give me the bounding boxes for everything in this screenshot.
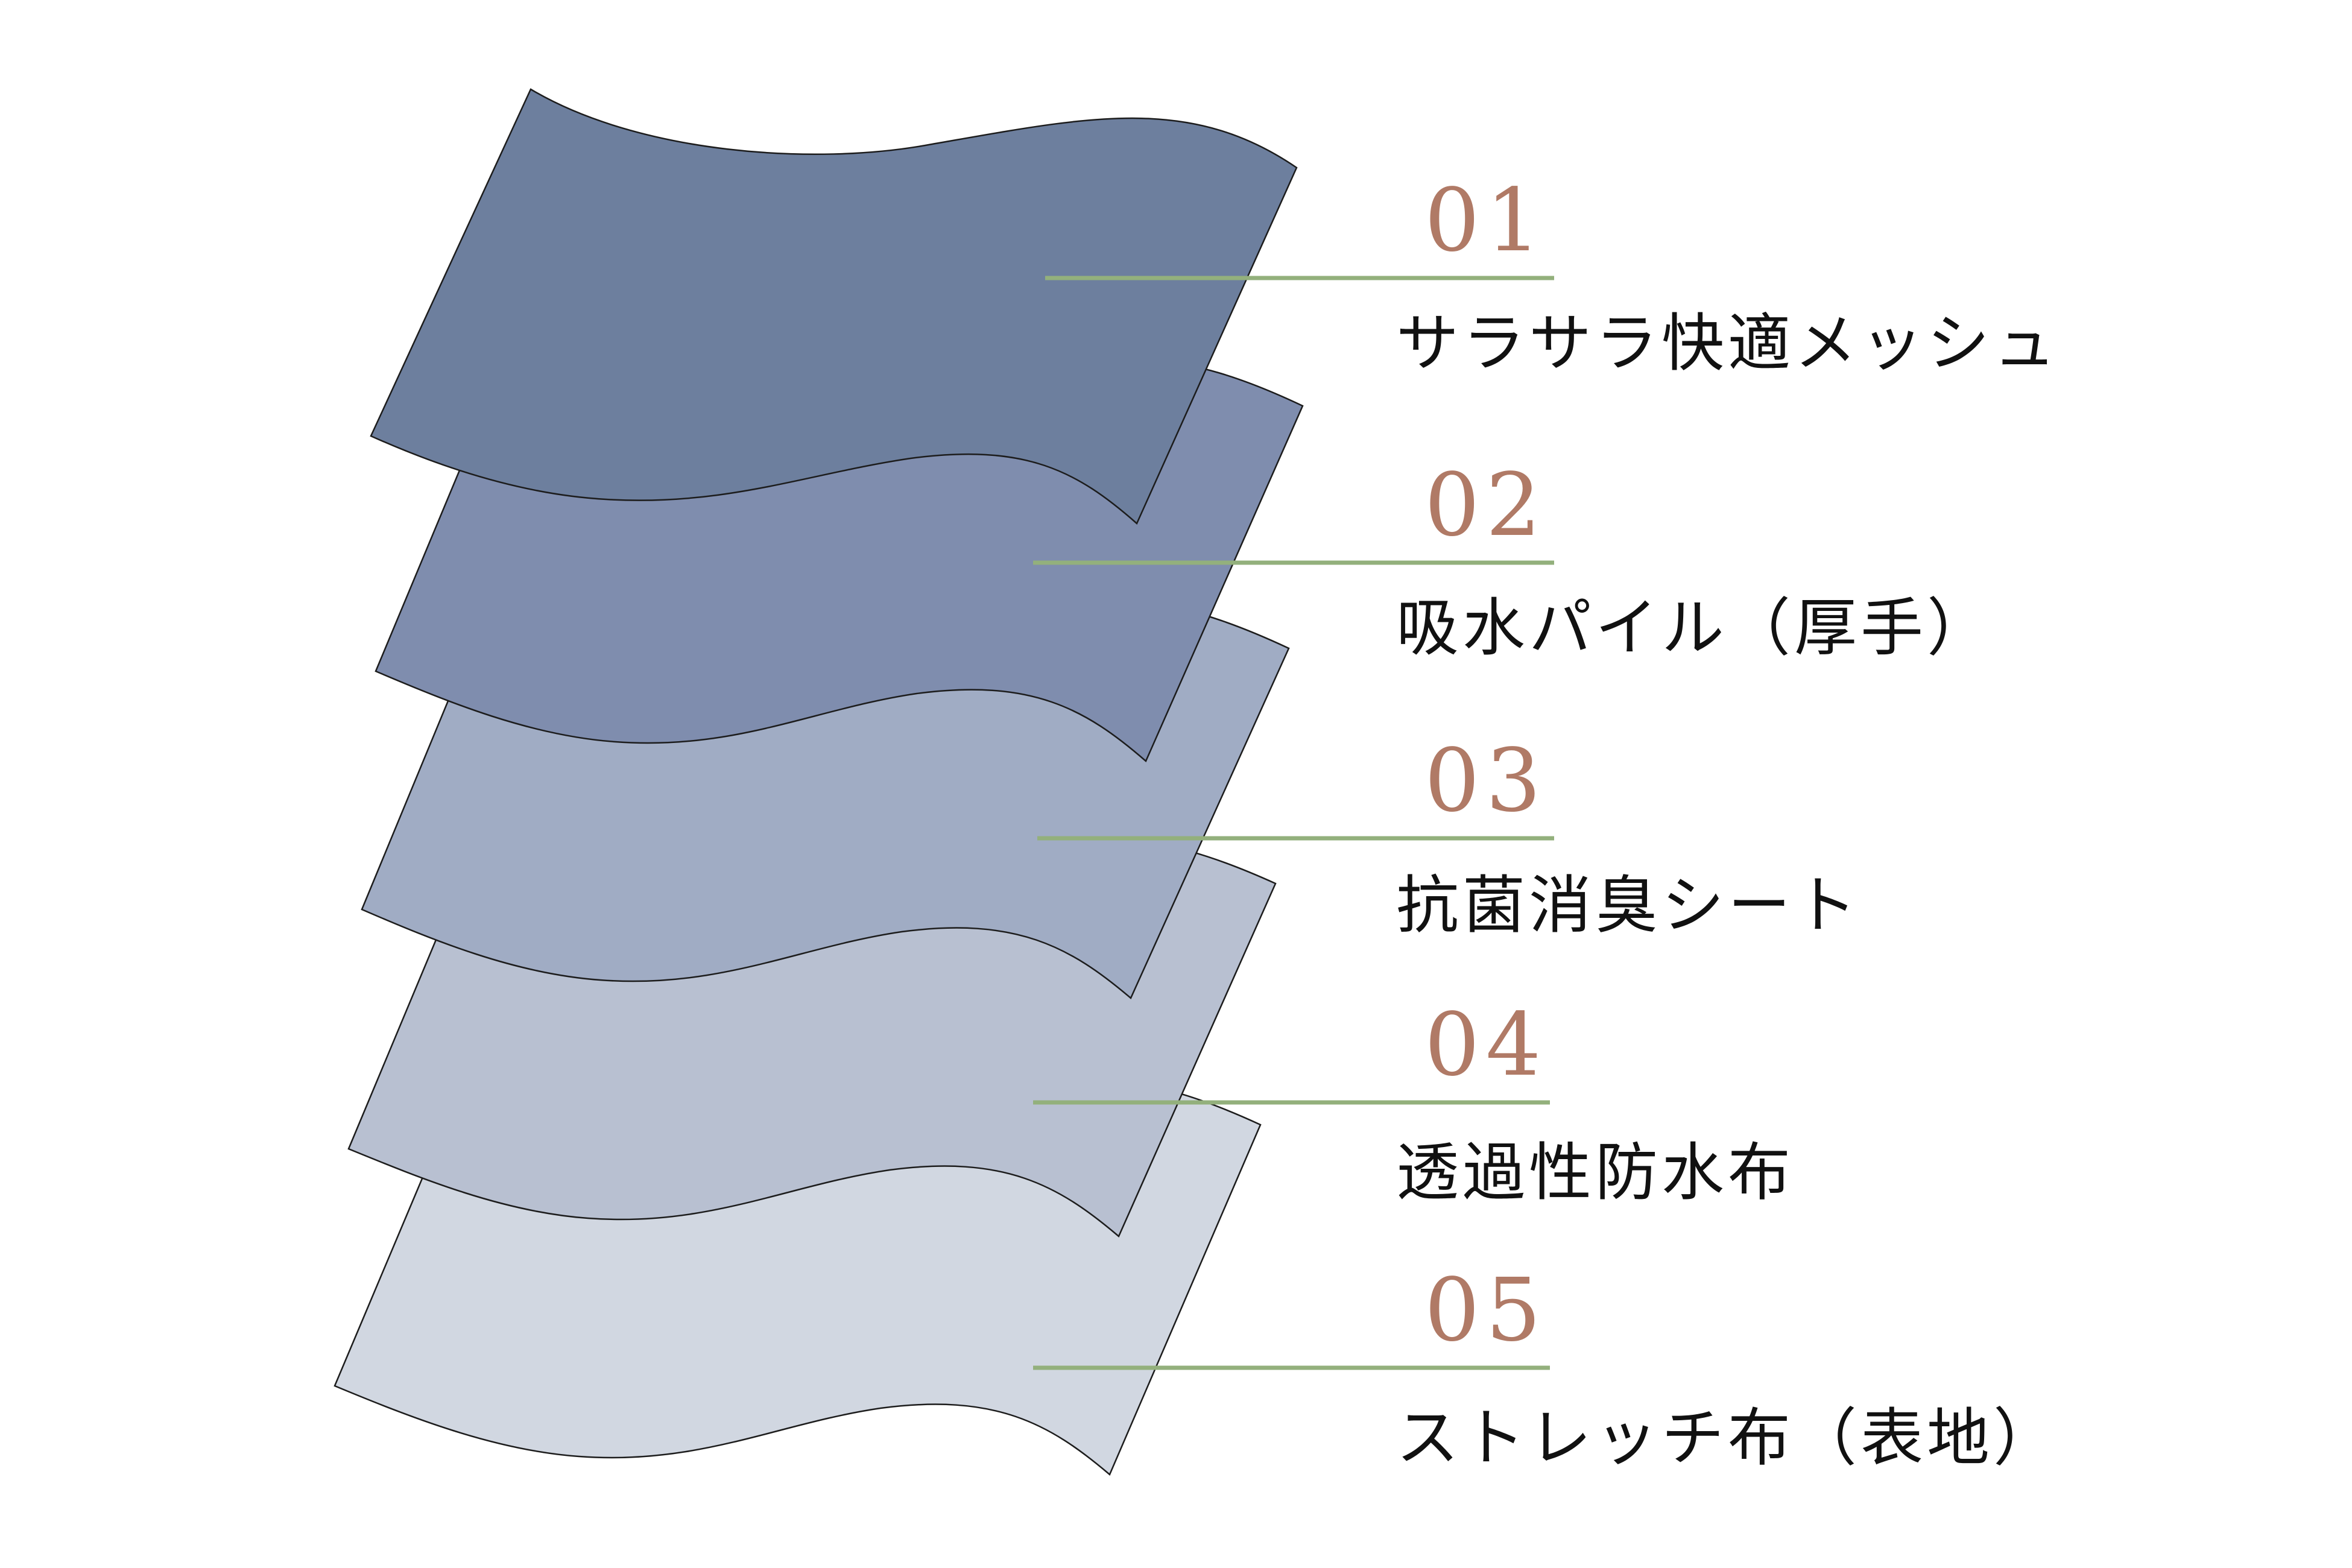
layer-label-02: 吸水パイル（厚手） — [1396, 591, 1993, 665]
layer-number-02: 02 — [1424, 454, 1547, 555]
leader-lines — [1033, 276, 1554, 1370]
layer-number-04: 04 — [1424, 994, 1547, 1095]
layer-sheets — [334, 88, 1304, 1476]
layer-label-04: 透過性防水布 — [1396, 1136, 1794, 1209]
layer-labels: サラサラ快適メッシュ 吸水パイル（厚手） 抗菌消臭シート 透過性防水布 ストレッ… — [1396, 306, 2060, 1475]
layer-number-03: 03 — [1424, 730, 1547, 831]
layer-number-01: 01 — [1424, 169, 1547, 271]
layer-label-01: サラサラ快適メッシュ — [1396, 306, 2060, 380]
layer-label-03: 抗菌消臭シート — [1396, 868, 1860, 942]
layer-sheet-01 — [370, 88, 1298, 525]
layer-label-05: ストレッチ布（表地） — [1396, 1401, 2060, 1475]
layer-number-05: 05 — [1424, 1259, 1547, 1361]
layer-numbers: 01 02 03 04 05 — [1424, 169, 1547, 1361]
